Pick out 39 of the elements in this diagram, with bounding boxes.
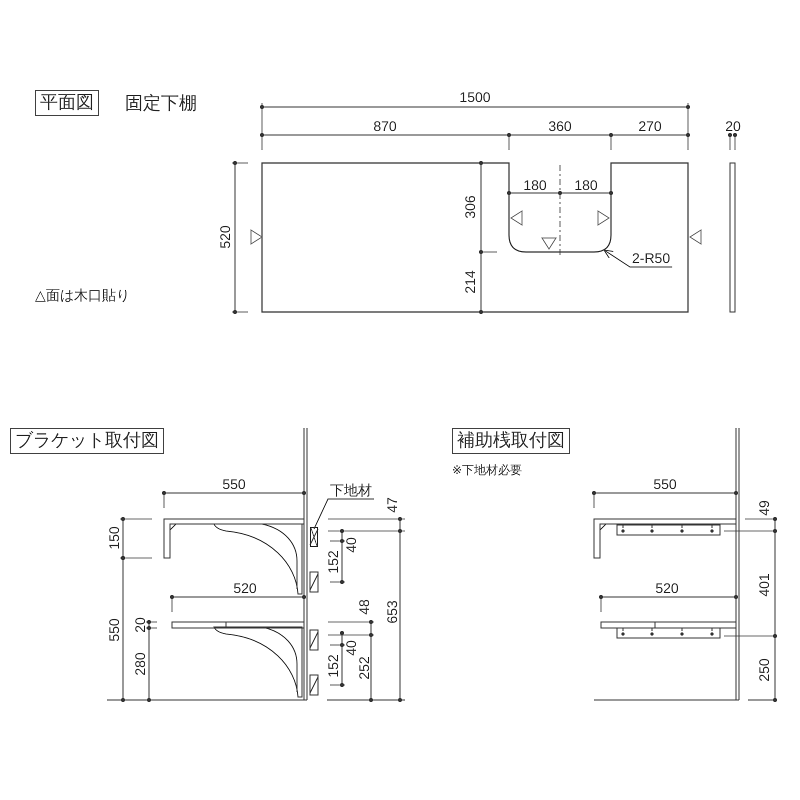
- dimension-label: 180: [523, 178, 547, 192]
- leader-line: [314, 498, 374, 530]
- dimension-label: 180: [574, 178, 598, 192]
- dimension-label: 250: [757, 658, 771, 682]
- dimension-label: 550: [222, 477, 246, 491]
- dimension-label: 48: [357, 599, 371, 615]
- heading-box: ブラケット取付図: [10, 428, 164, 454]
- dimension-label: 20: [725, 119, 741, 133]
- dimension-label: 550: [653, 477, 677, 491]
- dimension-label: 520: [233, 581, 257, 595]
- dimension-label: 152: [326, 550, 340, 574]
- dimension-label: 20: [133, 617, 147, 633]
- dimension-label: 1500: [459, 90, 491, 104]
- dimension-label: 870: [373, 119, 397, 133]
- note-text: ※下地材必要: [452, 464, 522, 476]
- heading-box: 補助桟取付図: [452, 428, 570, 454]
- dimension-label: 520: [218, 225, 232, 249]
- dimension-label: 550: [107, 618, 121, 642]
- dimension-label: 401: [757, 573, 771, 597]
- callout-text: 下地材: [330, 483, 372, 497]
- dimension-label: 520: [655, 581, 679, 595]
- dimension-label: 306: [463, 195, 477, 219]
- dimension-label: 40: [344, 537, 358, 553]
- leader-line: [604, 250, 673, 268]
- dimension-label: 49: [757, 500, 771, 516]
- dimension-label: 270: [638, 119, 662, 133]
- dimension-label: 360: [548, 119, 572, 133]
- dimension-label: 280: [133, 652, 147, 676]
- dimension-label: 252: [357, 656, 371, 680]
- callout-text: 2-R50: [632, 251, 670, 265]
- note-text: △面は木口貼り: [35, 289, 130, 303]
- heading-box: 平面図: [35, 90, 99, 116]
- dimension-label: 150: [107, 526, 121, 550]
- dimension-label: 653: [385, 600, 399, 624]
- dimension-label: 152: [326, 654, 340, 678]
- dimension-label: 214: [463, 270, 477, 294]
- dimension-label: 47: [385, 497, 399, 513]
- dimension-label: 40: [344, 640, 358, 656]
- subtitle: 固定下棚: [125, 95, 197, 113]
